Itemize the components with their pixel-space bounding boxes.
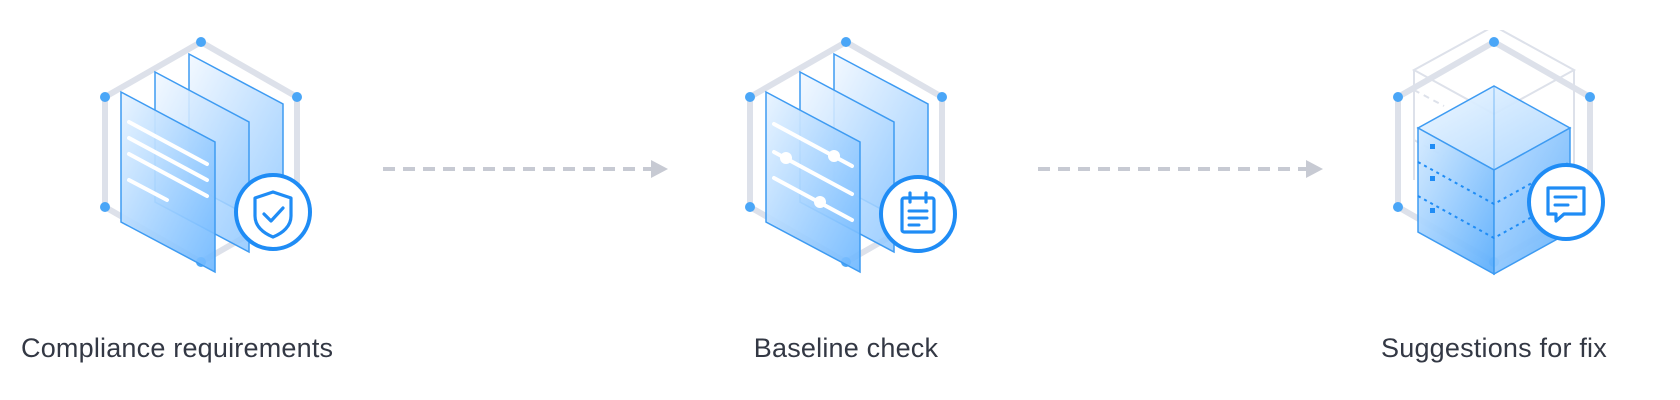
- baseline-documents-illustration: [716, 30, 976, 300]
- step-suggestions-for-fix: Suggestions for fix: [1314, 0, 1674, 400]
- dashed-arrow-connector: [383, 157, 668, 181]
- step-baseline-check: Baseline check: [666, 0, 1026, 400]
- step-label: Compliance requirements: [21, 333, 334, 363]
- step-compliance-requirements: Compliance requirements: [21, 0, 381, 400]
- dashed-arrow-connector: [1038, 157, 1323, 181]
- suggestions-cube-illustration: [1364, 30, 1624, 300]
- clipboard-list-icon: [879, 175, 957, 253]
- step-label: Baseline check: [753, 333, 939, 363]
- compliance-documents-illustration: [71, 30, 331, 300]
- step-label: Suggestions for fix: [1381, 333, 1607, 363]
- shield-check-icon: [234, 173, 312, 251]
- chat-message-icon: [1527, 163, 1605, 241]
